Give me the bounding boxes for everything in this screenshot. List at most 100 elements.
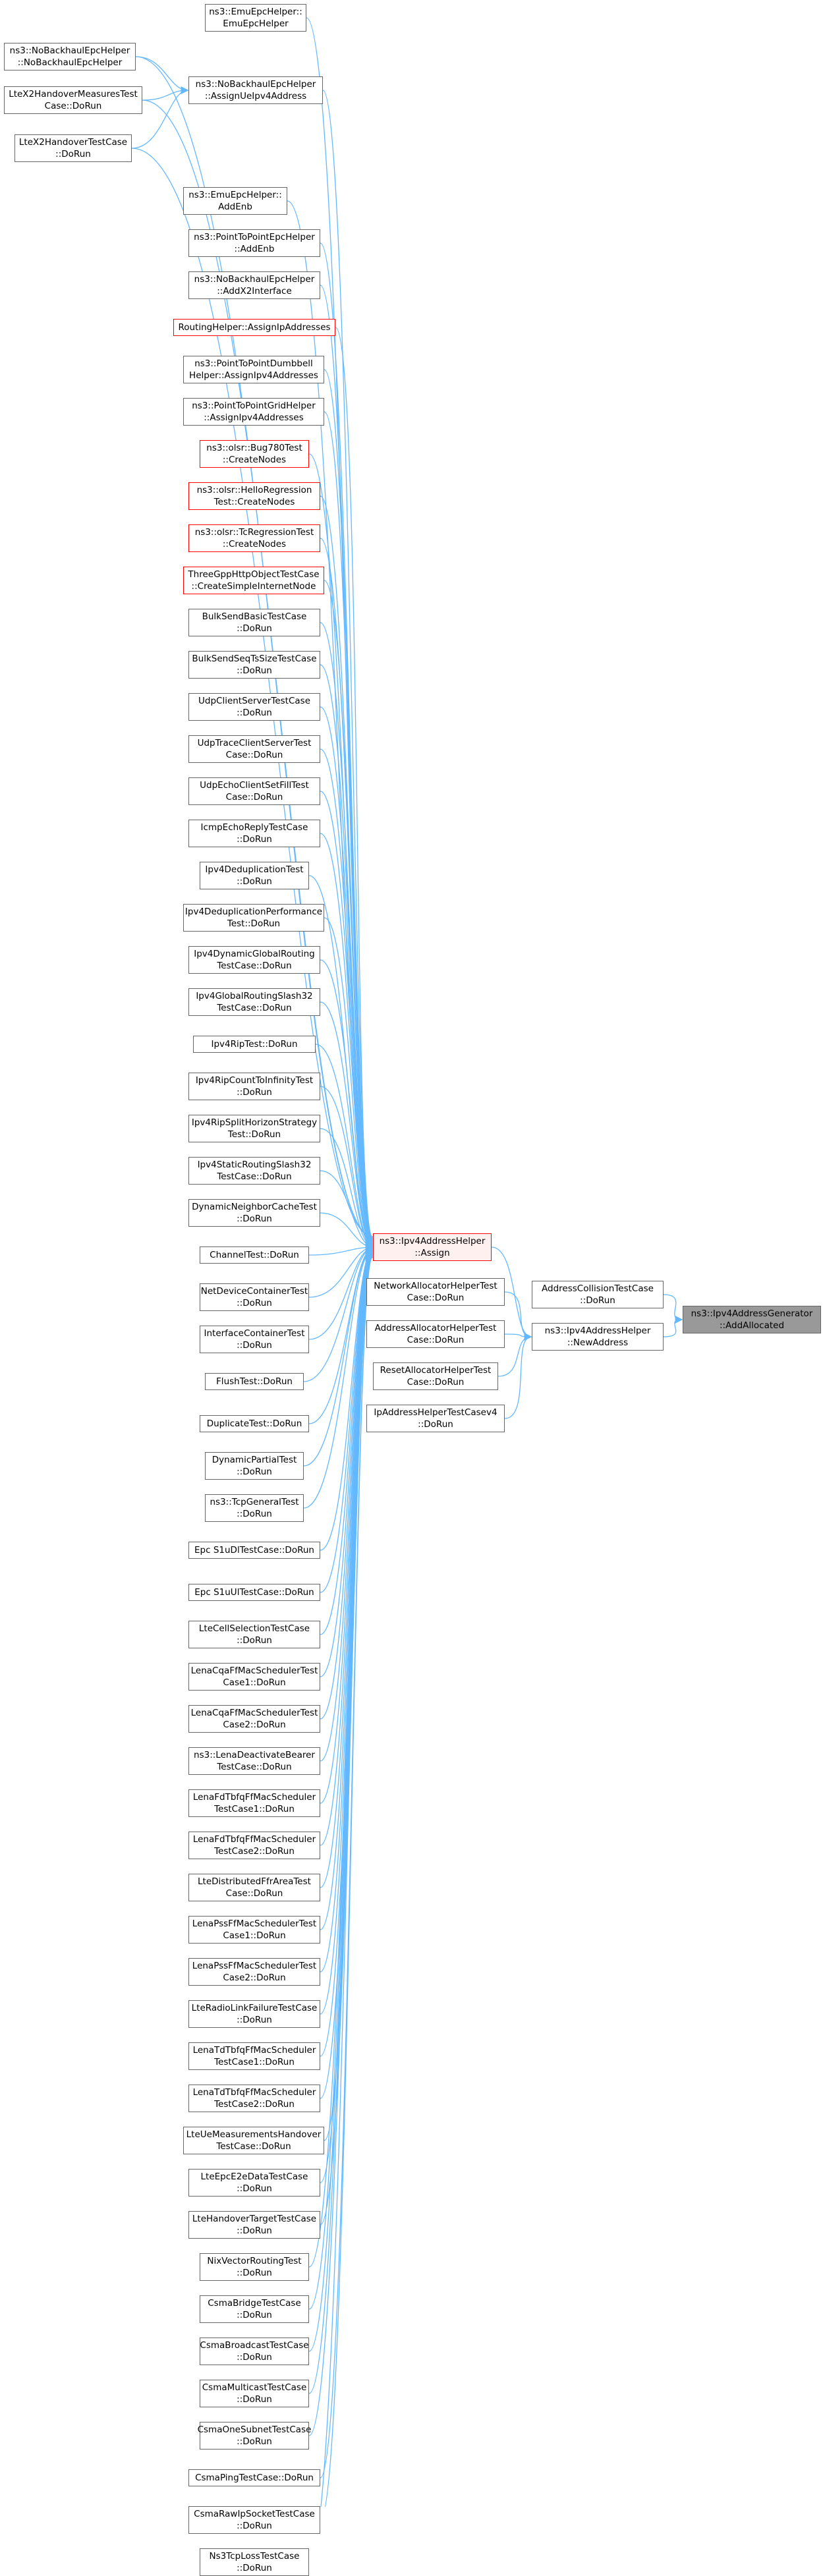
graph-node-n65[interactable]: Ns3TcpLossTestCase::DoRun (200, 2548, 309, 2576)
graph-node-n33[interactable]: DynamicNeighborCacheTest::DoRun (188, 1199, 320, 1227)
graph-node-n62[interactable]: CsmaOneSubnetTestCase::DoRun (197, 2422, 312, 2450)
node-label-line: ::CreateSimpleInternetNode (191, 581, 316, 592)
node-label-line: Case::DoRun (225, 750, 283, 760)
edge-n10-to-n3 (320, 242, 374, 1241)
node-label-line: ::DoRun (418, 1419, 453, 1430)
graph-node-n9[interactable]: ns3::EmuEpcHelper::AddEnb (183, 187, 287, 215)
graph-node-n2[interactable]: ns3::Ipv4AddressHelper::NewAddress (532, 1323, 664, 1351)
graph-node-n69[interactable]: IpAddressHelperTestCasev4::DoRun (366, 1405, 505, 1432)
graph-node-n64[interactable]: CsmaRawIpSocketTestCase::DoRun (188, 2506, 320, 2534)
graph-node-n17[interactable]: ns3::olsr::TcRegressionTest::CreateNodes (188, 524, 320, 552)
graph-node-n42[interactable]: Epc S1uUlTestCase::DoRun (188, 1584, 320, 1601)
node-label-line: CsmaOneSubnetTestCase (197, 2424, 312, 2435)
graph-node-n37[interactable]: FlushTest::DoRun (205, 1373, 304, 1390)
node-label-line: ns3::PointToPointGridHelper (192, 401, 316, 411)
edge-n29-to-n3 (315, 1044, 374, 1249)
node-label-line: AddEnb (218, 202, 252, 212)
node-label-line: Test::DoRun (227, 918, 281, 929)
edge-n2-to-n0 (663, 1316, 683, 1337)
graph-node-n38[interactable]: DuplicateTest::DoRun (200, 1415, 309, 1432)
node-label-line: LteHandoverTargetTestCase (192, 2214, 317, 2224)
node-label-line: UdpClientServerTestCase (198, 696, 310, 706)
graph-node-n24[interactable]: IcmpEchoReplyTestCase::DoRun (188, 820, 320, 847)
edge-n28-to-n3 (320, 1001, 374, 1248)
edge-n12-to-n3 (335, 327, 374, 1242)
node-label-line: ns3::PointToPointEpcHelper (194, 232, 315, 242)
graph-node-n59[interactable]: CsmaBridgeTestCase::DoRun (200, 2295, 309, 2323)
graph-node-n60[interactable]: CsmaBroadcastTestCase::DoRun (200, 2338, 309, 2365)
node-label-line: ns3::olsr::Bug780Test (206, 443, 302, 453)
graph-node-n14[interactable]: ns3::PointToPointGridHelper::AssignIpv4A… (183, 398, 324, 426)
node-label-line: ResetAllocatorHelperTest (380, 1365, 492, 1376)
graph-node-n63[interactable]: CsmaPingTestCase::DoRun (188, 2469, 320, 2486)
graph-node-n58[interactable]: NixVectorRoutingTest::DoRun (200, 2253, 309, 2281)
graph-node-n43[interactable]: LteCellSelectionTestCase::DoRun (188, 1621, 320, 1648)
node-label-line: Ipv4GlobalRoutingSlash32 (196, 991, 313, 1001)
graph-node-n25[interactable]: Ipv4DeduplicationTest::DoRun (200, 862, 309, 889)
graph-node-n36[interactable]: InterfaceContainerTest::DoRun (200, 1326, 309, 1353)
node-label-line: LenaPssFfMacSchedulerTest (192, 1918, 317, 1929)
graph-node-n19[interactable]: BulkSendBasicTestCase::DoRun (188, 609, 320, 636)
graph-node-n61[interactable]: CsmaMulticastTestCase::DoRun (200, 2380, 309, 2407)
node-label-line: TestCase1::DoRun (214, 1804, 295, 1814)
graph-node-n10[interactable]: ns3::PointToPointEpcHelper::AddEnb (188, 229, 320, 257)
graph-node-n6[interactable]: ns3::NoBackhaulEpcHelper::AssignUeIpv4Ad… (188, 76, 323, 104)
graph-node-n41[interactable]: Epc S1uDlTestCase::DoRun (188, 1542, 320, 1559)
graph-node-n52[interactable]: LteRadioLinkFailureTestCase::DoRun (188, 2000, 320, 2028)
graph-node-n35[interactable]: NetDeviceContainerTest::DoRun (200, 1283, 309, 1311)
graph-node-n18[interactable]: ThreeGppHttpObjectTestCase::CreateSimple… (183, 567, 324, 594)
edge-n66-to-n2 (504, 1291, 532, 1341)
graph-node-n11[interactable]: ns3::NoBackhaulEpcHelper::AddX2Interface (188, 271, 320, 299)
node-label-line: ::AddAllocated (719, 1320, 785, 1331)
graph-node-n40[interactable]: ns3::TcpGeneralTest::DoRun (205, 1494, 304, 1522)
graph-node-n8[interactable]: LteX2HandoverTestCase::DoRun (14, 134, 132, 162)
graph-node-n34[interactable]: ChannelTest::DoRun (200, 1246, 309, 1264)
node-label-line: Case1::DoRun (223, 1677, 286, 1688)
graph-node-n15[interactable]: ns3::olsr::Bug780Test::CreateNodes (200, 440, 309, 468)
node-label-line: ChannelTest::DoRun (210, 1250, 299, 1260)
node-label-line: ns3::NoBackhaulEpcHelper (9, 45, 130, 56)
graph-node-n57[interactable]: LteHandoverTargetTestCase::DoRun (188, 2211, 320, 2239)
graph-node-n39[interactable]: DynamicPartialTest::DoRun (205, 1452, 304, 1480)
node-label-line: TestCase::DoRun (217, 1171, 292, 1182)
graph-node-n30[interactable]: Ipv4RipCountToInfinityTest::DoRun (188, 1073, 320, 1100)
edge-n69-to-n2 (504, 1333, 532, 1419)
graph-node-n1[interactable]: AddressCollisionTestCase::DoRun (532, 1281, 664, 1308)
graph-node-n21[interactable]: UdpClientServerTestCase::DoRun (188, 693, 320, 721)
graph-node-n29[interactable]: Ipv4RipTest::DoRun (193, 1036, 316, 1053)
graph-node-n5[interactable]: ns3::NoBackhaulEpcHelper::NoBackhaulEpcH… (4, 43, 136, 70)
node-label-line: Ns3TcpLossTestCase (209, 2551, 300, 2562)
node-label-line: IcmpEchoReplyTestCase (200, 822, 308, 833)
node-label-line: DynamicNeighborCacheTest (192, 1202, 317, 1212)
graph-node-n20[interactable]: BulkSendSeqTsSizeTestCase::DoRun (188, 651, 320, 679)
graph-node-n56[interactable]: LteEpcE2eDataTestCase::DoRun (188, 2169, 320, 2197)
graph-node-n3[interactable]: ns3::Ipv4AddressHelper::Assign (373, 1233, 492, 1261)
graph-node-n4[interactable]: ns3::EmuEpcHelper::EmuEpcHelper (205, 4, 306, 32)
graph-node-n12[interactable]: RoutingHelper::AssignIpAddresses (173, 319, 335, 336)
